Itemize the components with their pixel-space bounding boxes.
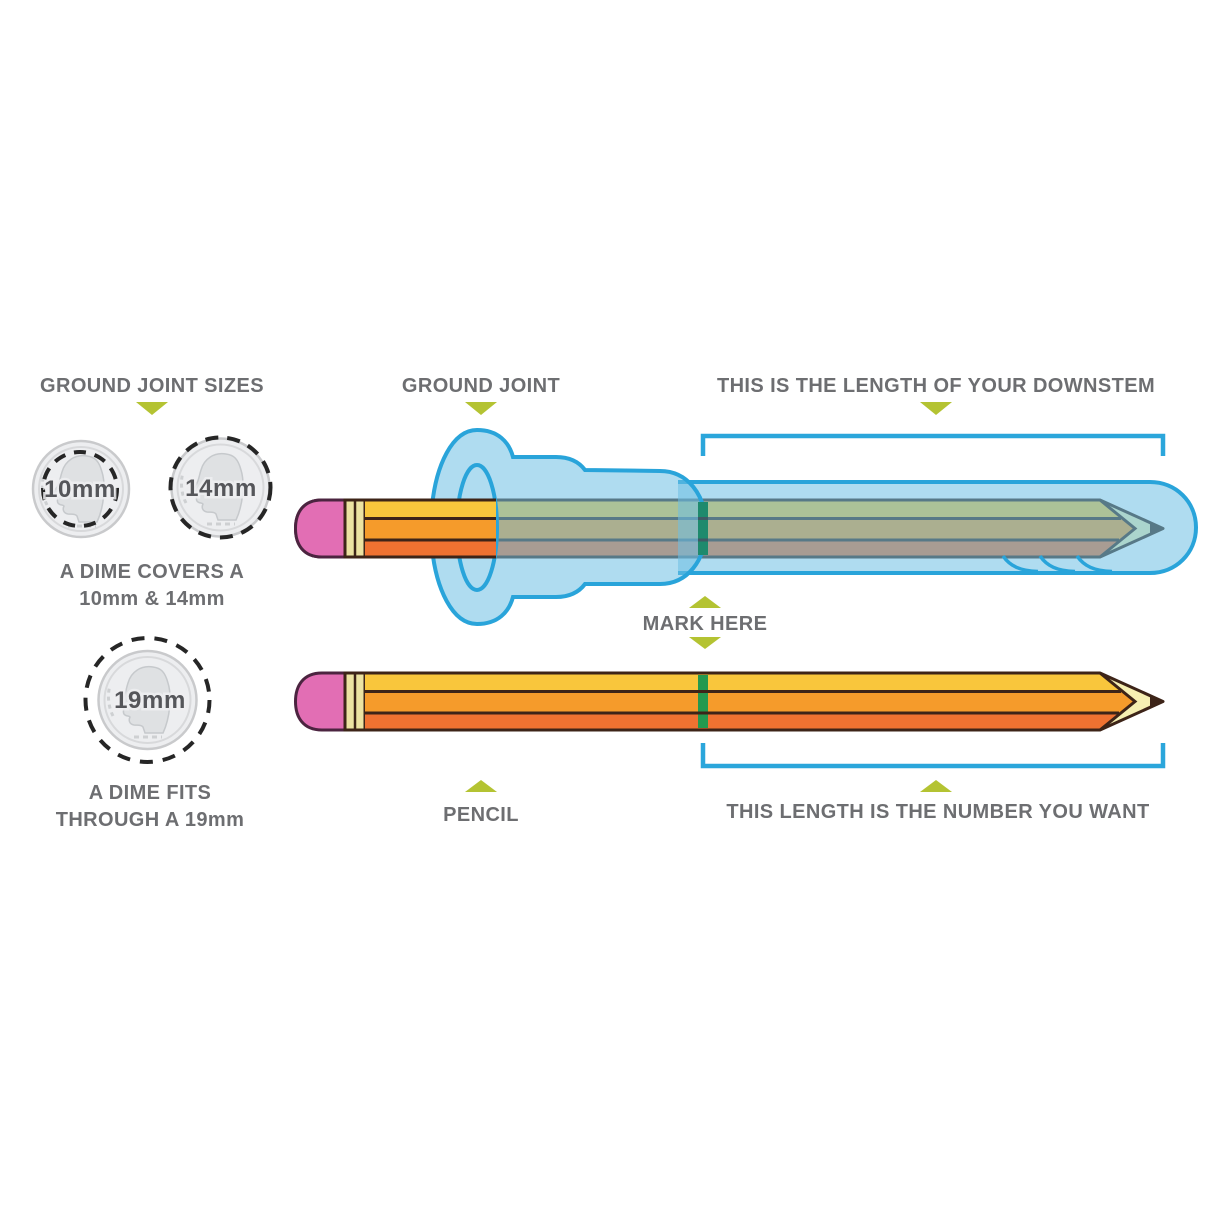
arrow-up-mark-here xyxy=(689,596,721,608)
joint-size-dashed-circle-19mm xyxy=(83,636,212,764)
arrow-down-ground-joint-sizes xyxy=(136,402,168,415)
pencil-length-bracket xyxy=(700,743,1166,769)
label-ground-joint-sizes: GROUND JOINT SIZES xyxy=(40,375,264,397)
diffuser-slits xyxy=(1001,554,1113,574)
dime-liberty-text xyxy=(179,471,188,504)
label-length-you-want: THIS LENGTH IS THE NUMBER YOU WANT xyxy=(726,801,1149,823)
arrow-down-ground-joint xyxy=(465,402,497,415)
dime-rim xyxy=(38,446,124,532)
downstem-length-bracket xyxy=(700,433,1166,456)
label-dime-fits-line2: THROUGH A 19mm xyxy=(56,809,245,831)
coin-label-10mm: 10mm xyxy=(44,476,116,503)
coin-19mm-group: 19mm xyxy=(83,636,212,764)
coin-14mm-group: 14mm xyxy=(168,435,273,540)
bottom-pencil xyxy=(294,671,1165,732)
dime-rim xyxy=(176,443,265,532)
label-ground-joint: GROUND JOINT xyxy=(402,375,560,397)
joint-size-dashed-circle-10mm xyxy=(41,450,119,528)
dime-portrait xyxy=(118,665,171,734)
diffuser-slit xyxy=(1038,554,1076,574)
label-dime-covers-line2: 10mm & 14mm xyxy=(79,588,225,610)
coin-label-14mm: 14mm xyxy=(185,475,257,502)
label-dime-covers-line1: A DIME COVERS A xyxy=(60,561,245,583)
label-downstem-length: THIS IS THE LENGTH OF YOUR DOWNSTEM xyxy=(717,375,1155,397)
diffuser-slit xyxy=(1075,554,1113,574)
label-mark-here: MARK HERE xyxy=(643,613,768,635)
arrow-up-pencil xyxy=(465,780,497,792)
label-pencil: PENCIL xyxy=(443,804,519,826)
coin-10mm-group: 10mm xyxy=(31,439,131,539)
dime-liberty-text xyxy=(106,684,115,717)
label-dime-fits-line1: A DIME FITS xyxy=(89,782,212,804)
mark-on-downstem-pencil xyxy=(698,502,708,555)
arrow-up-length-you-want xyxy=(920,780,952,792)
coin-label-19mm: 19mm xyxy=(114,687,186,714)
arrow-down-mark-here xyxy=(689,637,721,649)
green-arrows xyxy=(136,402,952,792)
dime-rim xyxy=(103,656,192,744)
dime-portrait xyxy=(52,454,105,523)
dime-portrait xyxy=(191,452,244,521)
dime-liberty-text xyxy=(40,473,49,506)
downstem-glass-tube xyxy=(678,480,1199,575)
mark-on-pencil xyxy=(698,675,708,728)
arrow-down-downstem-length xyxy=(920,402,952,415)
joint-size-dashed-circle-14mm xyxy=(168,435,273,540)
diffuser-slit xyxy=(1001,554,1039,574)
